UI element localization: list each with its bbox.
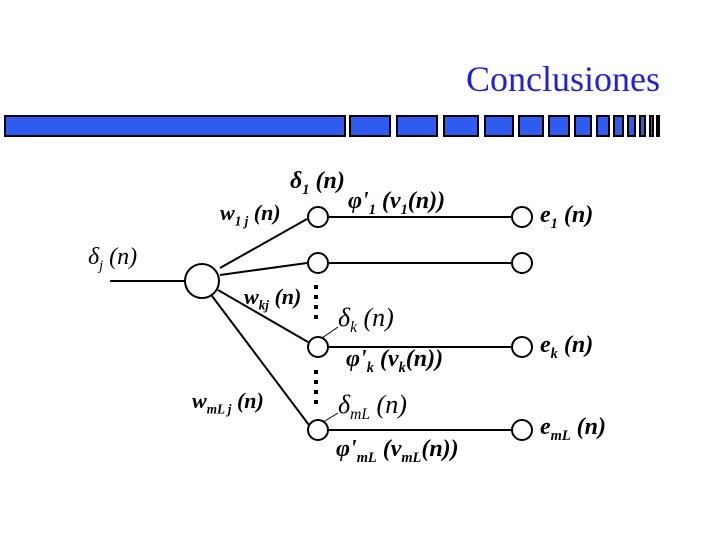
label-delta-1: δ1 (n) — [290, 168, 345, 198]
label-phi-mL: φ'mL (vmL(n)) — [336, 436, 459, 466]
node-j — [184, 263, 220, 299]
label-delta-k: δk (n) — [338, 303, 394, 337]
label-w-mLj: wmL j (n) — [192, 388, 264, 417]
label-e-1: e1 (n) — [540, 202, 594, 232]
link-2 — [219, 262, 308, 276]
link-1 — [219, 218, 308, 269]
error-node-mL — [511, 419, 533, 441]
node-2 — [307, 252, 329, 274]
ellipsis-dot — [314, 285, 318, 289]
ellipsis-dot — [314, 315, 318, 319]
error-node-2 — [511, 252, 533, 274]
label-delta-mL: δmL (n) — [338, 390, 407, 424]
label-w-1j: w1 j (n) — [220, 200, 281, 229]
label-e-k: ek (n) — [540, 332, 594, 362]
label-phi-k: φ'k (vk(n)) — [346, 346, 444, 376]
label-delta-j: δj (n) — [88, 244, 138, 274]
error-node-k — [511, 336, 533, 358]
label-w-kj: wkj (n) — [244, 284, 302, 313]
ellipsis-dot — [314, 295, 318, 299]
slide-title: Conclusiones — [466, 59, 660, 99]
ellipsis-dot — [314, 380, 318, 384]
ellipsis-dot — [314, 370, 318, 374]
label-e-mL: emL (n) — [540, 414, 606, 444]
label-phi-1: φ'1 (v1(n)) — [348, 188, 446, 218]
ellipsis-dot — [314, 305, 318, 309]
ellipsis-dot — [314, 390, 318, 394]
link-k — [217, 289, 309, 343]
node-mL — [307, 419, 329, 441]
error-node-1 — [511, 206, 533, 228]
node-1 — [307, 206, 329, 228]
node-k — [307, 336, 329, 358]
ellipsis-dot — [314, 400, 318, 404]
leader-k — [321, 326, 339, 339]
link-mL — [211, 295, 310, 426]
